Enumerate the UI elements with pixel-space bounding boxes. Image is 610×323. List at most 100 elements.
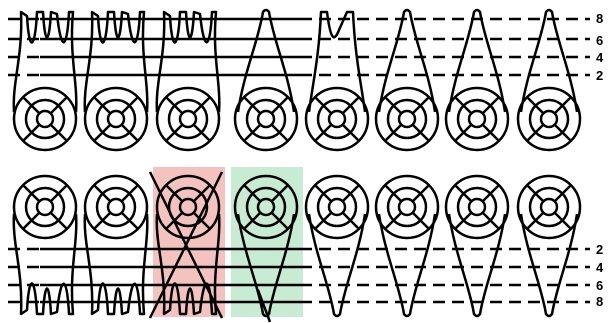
lower-tooth [85,176,148,314]
crown-cusp-line [343,125,359,141]
crown-cusp-line [455,97,471,113]
upper-tooth [306,12,368,150]
crown-cusp-line [122,97,138,113]
upper-depth-label: 4 [596,50,604,65]
crown-cusp-line [315,185,331,201]
crown-cusp-line [413,213,429,229]
crown-cusp-line [555,125,571,141]
lower-tooth [14,176,77,314]
crown-cusp-line [455,185,471,201]
crown-cusp-line [483,125,499,141]
crown-cusp-line [244,97,260,113]
crown-cusp-line [194,125,210,141]
crown-cusp-line [272,97,288,113]
crown-cusp-line [122,185,138,201]
upper-tooth [235,10,297,150]
crown-cusp-line [315,213,331,229]
lower-depth-label: 2 [596,242,603,257]
lower-depth-label: 8 [596,294,603,309]
crown-inner [399,199,415,215]
crown-cusp-line [413,97,429,113]
root-outline [449,10,505,112]
root-outline [309,214,365,316]
crown-cusp-line [527,97,543,113]
upper-tooth [14,12,77,150]
crown-cusp-line [122,213,138,229]
upper-tooth [518,10,580,150]
crown-cusp-line [555,97,571,113]
crown-cusp-line [94,185,110,201]
crown-inner [108,111,124,127]
crown-cusp-line [272,125,288,141]
crown-inner [469,199,485,215]
crown-inner [37,199,53,215]
lower-depth-label: 4 [596,260,604,275]
lower-tooth [518,176,580,316]
crown-cusp-line [23,97,39,113]
crown-cusp-line [166,125,182,141]
crown-cusp-line [315,125,331,141]
crown-cusp-line [122,125,138,141]
lower-depth-label: 6 [596,278,603,293]
crown-cusp-line [527,185,543,201]
crown-inner [108,199,124,215]
crown-cusp-line [166,97,182,113]
crown-cusp-line [483,185,499,201]
root-outline [449,214,505,316]
crown-cusp-line [555,185,571,201]
root-outline [238,10,294,112]
crown-cusp-line [385,97,401,113]
upper-depth-label: 2 [596,68,603,83]
lower-tooth [376,176,438,316]
crown-cusp-line [51,213,67,229]
crown-cusp-line [315,97,331,113]
depth-labels-layer: 8 6 4 2 2 4 6 8 [596,11,604,309]
crown-cusp-line [555,213,571,229]
upper-tooth [85,12,148,150]
crown-cusp-line [385,213,401,229]
root-outline [521,214,577,316]
crown-inner [399,111,415,127]
crown-cusp-line [94,125,110,141]
crown-cusp-line [483,97,499,113]
crown-cusp-line [527,213,543,229]
crown-cusp-line [385,125,401,141]
crown-inner [541,111,557,127]
upper-tooth [446,10,508,150]
crown-cusp-line [94,213,110,229]
root-outline [379,214,435,316]
crown-cusp-line [244,125,260,141]
crown-inner [258,111,274,127]
crown-cusp-line [455,125,471,141]
root-outline [379,10,435,112]
crown-cusp-line [385,185,401,201]
crown-cusp-line [94,97,110,113]
crown-cusp-line [51,97,67,113]
crown-inner [329,199,345,215]
crown-cusp-line [343,97,359,113]
crown-inner [37,111,53,127]
crown-cusp-line [23,213,39,229]
crown-cusp-line [23,185,39,201]
crown-cusp-line [343,185,359,201]
crown-cusp-line [23,125,39,141]
root-outline [309,12,365,112]
highlight-layer [153,167,303,317]
crown-cusp-line [527,125,543,141]
crown-cusp-line [343,213,359,229]
crown-cusp-line [51,125,67,141]
crown-cusp-line [194,97,210,113]
crown-cusp-line [413,185,429,201]
crown-inner [329,111,345,127]
crown-cusp-line [483,213,499,229]
upper-depth-label: 6 [596,33,603,48]
crown-cusp-line [455,213,471,229]
crown-inner [469,111,485,127]
root-outline [521,10,577,112]
upper-tooth [157,12,220,150]
lower-tooth [446,176,508,316]
crown-inner [180,111,196,127]
crown-inner [541,199,557,215]
upper-depth-label: 8 [596,11,603,26]
